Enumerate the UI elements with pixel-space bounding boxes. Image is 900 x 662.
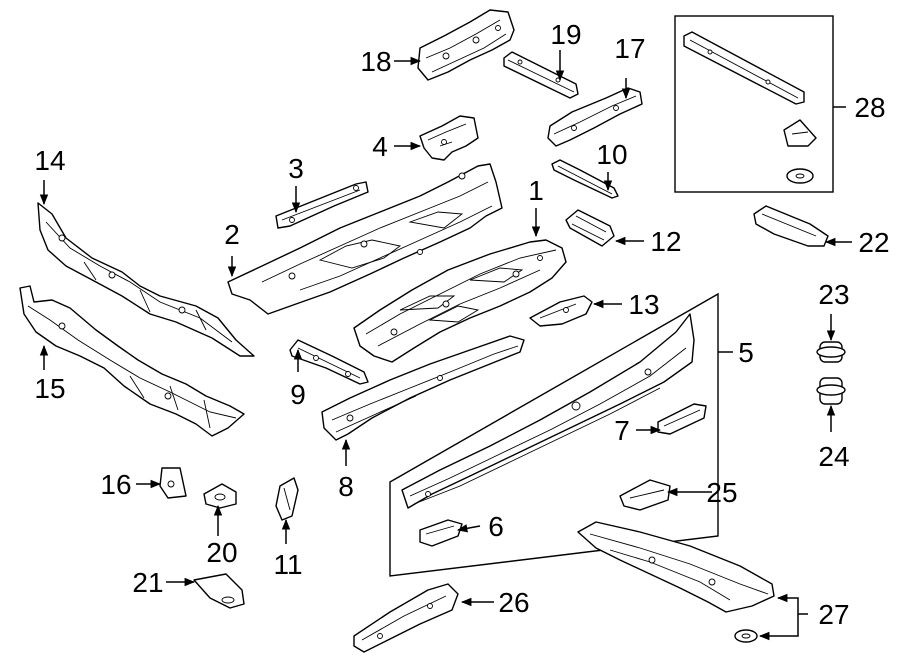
part-14-cross-member (37, 202, 255, 357)
callout-9: 9 (290, 379, 306, 410)
callout-28: 28 (854, 92, 885, 123)
part-12-patch (565, 209, 615, 247)
part-26-bracket (353, 583, 459, 653)
part-19-rail (503, 51, 579, 99)
callout-1: 1 (528, 175, 544, 206)
callout-15: 15 (34, 373, 65, 404)
part-20-grommet (203, 483, 237, 509)
callout-labels: 1 2 3 4 5 6 7 8 9 10 11 12 13 14 15 16 1… (34, 19, 889, 630)
callout-13: 13 (628, 289, 659, 320)
callout-18: 18 (360, 46, 391, 77)
part-17-bracket (547, 87, 643, 147)
part-27-floor-panel (577, 521, 775, 643)
callout-19: 19 (550, 19, 581, 50)
part-18-reinforcement (417, 9, 515, 81)
callout-8: 8 (338, 471, 354, 502)
callout-12: 12 (650, 226, 681, 257)
callout-5: 5 (738, 337, 754, 368)
part-2-floor-panel (227, 163, 503, 315)
part-7-bracket (657, 403, 707, 435)
callout-17: 17 (614, 33, 645, 64)
callout-21: 21 (132, 567, 163, 598)
part-11-bracket (275, 477, 299, 521)
callout-2: 2 (224, 219, 240, 250)
callout-23: 23 (818, 279, 849, 310)
callout-7: 7 (614, 415, 630, 446)
part-5-rocker-panel (401, 313, 695, 509)
part-15-crossmember (19, 285, 245, 437)
callout-16: 16 (100, 469, 131, 500)
callout-10: 10 (596, 139, 627, 170)
callout-22: 22 (858, 227, 889, 258)
part-13-patch (529, 295, 593, 327)
inset-frame-28 (674, 15, 834, 193)
part-22-bracket (753, 205, 829, 247)
callout-3: 3 (288, 153, 304, 184)
part-16-clip (159, 467, 187, 499)
part-3-bracket (275, 181, 369, 229)
part-4-bracket (419, 115, 479, 161)
part-21-bracket (193, 573, 245, 609)
callout-24: 24 (818, 441, 849, 472)
callout-26: 26 (498, 587, 529, 618)
leader-lines (39, 50, 852, 641)
part-23-fastener (816, 341, 846, 363)
part-1-floor-pan (353, 239, 567, 363)
part-25-patch (619, 479, 671, 511)
part-28-inset-parts (683, 31, 817, 184)
part-8-side-rail (321, 335, 525, 441)
callout-20: 20 (206, 537, 237, 568)
callout-11: 11 (273, 549, 302, 580)
callout-25: 25 (706, 477, 737, 508)
part-9-bracket (289, 339, 369, 385)
rocker-assembly-frame (389, 292, 719, 577)
part-10-strap (551, 159, 619, 199)
callout-27: 27 (818, 599, 849, 630)
callout-4: 4 (372, 131, 388, 162)
part-6-bracket (419, 519, 463, 547)
callout-6: 6 (488, 511, 504, 542)
part-24-fastener (816, 377, 846, 405)
callout-14: 14 (34, 145, 65, 176)
